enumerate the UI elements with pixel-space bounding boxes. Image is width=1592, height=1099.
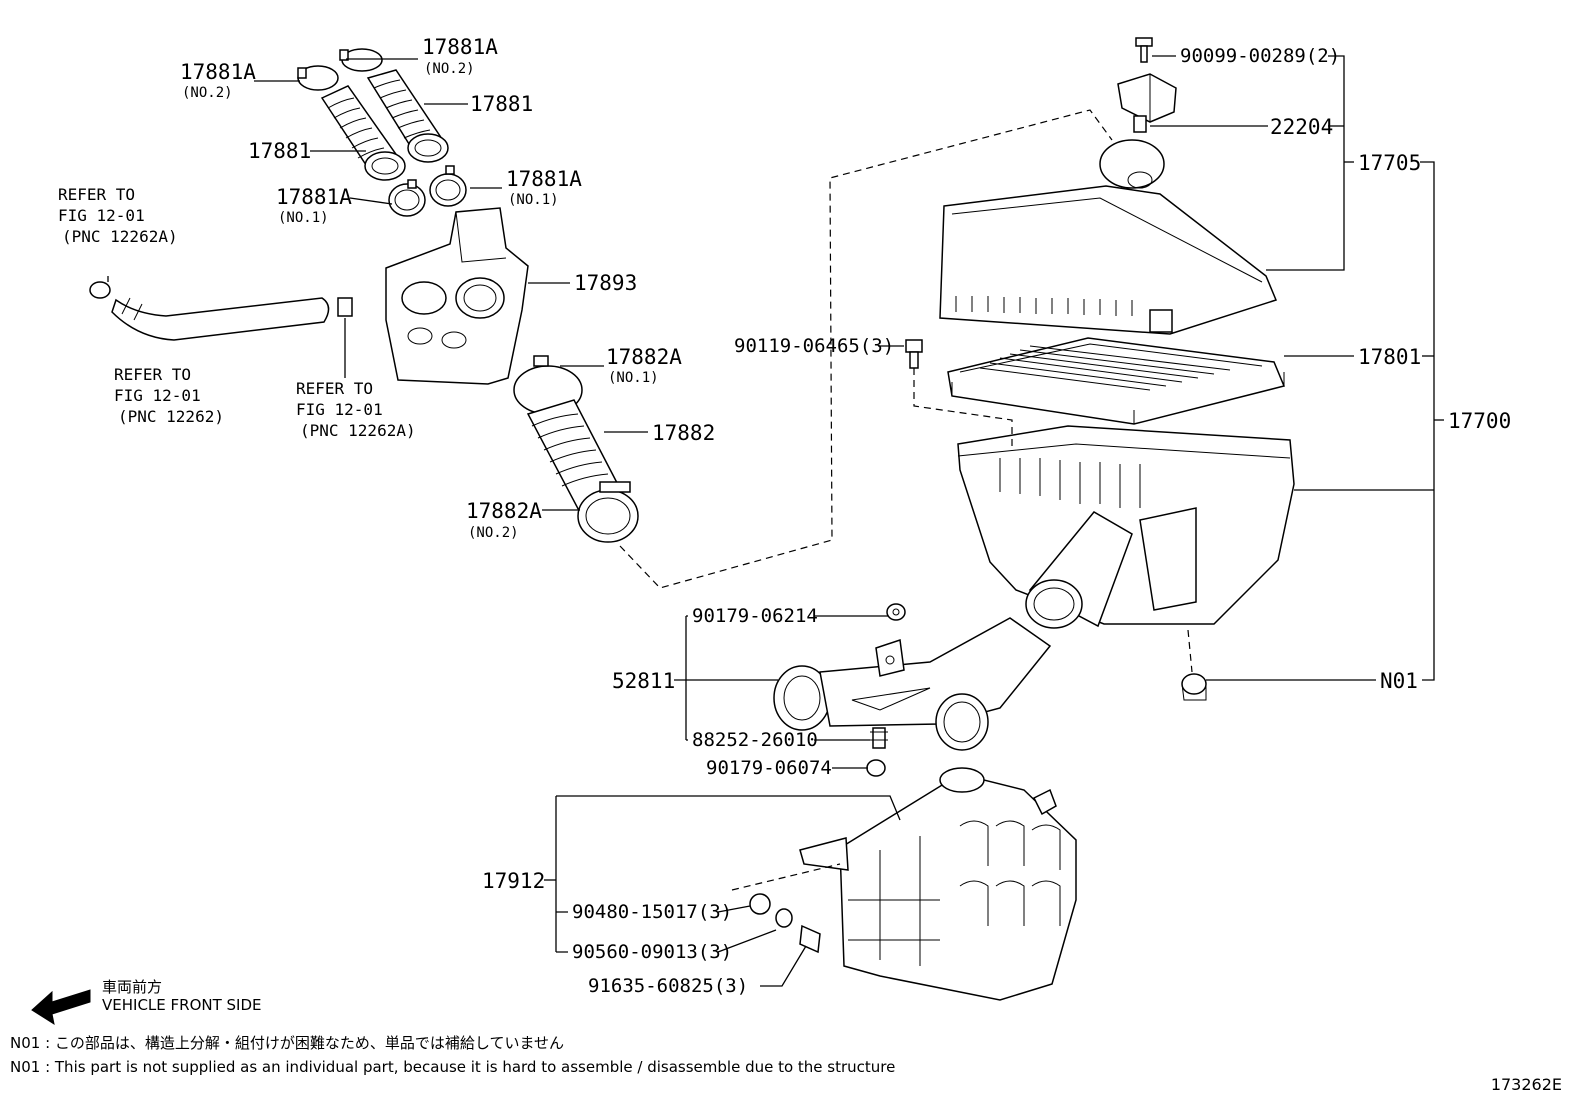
label-22204[interactable]: 22204: [1270, 115, 1333, 139]
bolt-91635: [799, 924, 821, 954]
label-88252-26010[interactable]: 88252-26010: [692, 729, 818, 751]
resonator-17912: [799, 767, 1077, 1001]
label-90099-00289[interactable]: 90099-00289(2): [1180, 45, 1340, 67]
label-17881A-no1-left[interactable]: 17881A: [276, 185, 352, 209]
label-90480-15017[interactable]: 90480-15017(3): [572, 901, 732, 923]
hose-17881-left: [320, 85, 406, 181]
label-17801[interactable]: 17801: [1358, 345, 1421, 369]
clamp-17881A-no2-b: [339, 48, 383, 72]
direction-label-jp: 車両前方: [102, 978, 163, 996]
label-90179-06214[interactable]: 90179-06214: [692, 605, 818, 627]
sensor-22204: [1117, 73, 1177, 133]
refer-3-line-3: (PNC 12262A): [300, 421, 416, 440]
refer-2-line-1: REFER TO: [114, 365, 191, 384]
grommet-N01: [1181, 673, 1207, 701]
label-17881A-no1-right-sub: (NO.1): [508, 192, 559, 208]
nut-90179-06214: [886, 603, 906, 621]
label-17881A-no2-top-sub: (NO.2): [424, 61, 475, 77]
case-17700: [957, 425, 1295, 629]
pipe-12262: [89, 281, 353, 341]
label-52811[interactable]: 52811: [612, 669, 675, 693]
note-en: N01 : This part is not supplied as an in…: [10, 1058, 896, 1076]
refer-1-line-3: (PNC 12262A): [62, 227, 178, 246]
label-91635-60825[interactable]: 91635-60825(3): [588, 975, 748, 997]
figure-number: 173262E: [1490, 1075, 1562, 1094]
bracket-17893: [385, 207, 529, 385]
label-17882A-no2-sub: (NO.2): [468, 525, 519, 541]
screw-90099: [1135, 37, 1153, 63]
label-17912[interactable]: 17912: [482, 869, 545, 893]
label-17881A-no2-left-sub: (NO.2): [182, 85, 233, 101]
refer-note-3[interactable]: REFER TO FIG 12-01 (PNC 12262A): [296, 379, 416, 440]
front-arrow-icon: [31, 989, 91, 1026]
refer-note-2[interactable]: REFER TO FIG 12-01 (PNC 12262): [114, 365, 224, 426]
filter-17801: [947, 337, 1286, 425]
collar-90560: [775, 908, 793, 928]
label-90179-06074[interactable]: 90179-06074: [706, 757, 832, 779]
label-17881-left[interactable]: 17881: [248, 139, 311, 163]
label-17882A-no1-sub: (NO.1): [608, 370, 659, 386]
assembly-dashed-lines: [619, 109, 1193, 891]
grommet-90480: [749, 893, 771, 915]
label-90560-09013[interactable]: 90560-09013(3): [572, 941, 732, 963]
refer-2-line-2: FIG 12-01: [114, 386, 201, 405]
hose-17881-right: [366, 69, 449, 163]
hose-17882: [513, 355, 639, 543]
label-17881A-no2-left[interactable]: 17881A: [180, 60, 256, 84]
label-17882A-no2[interactable]: 17882A: [466, 499, 542, 523]
cap-17705: [939, 139, 1278, 335]
label-17882[interactable]: 17882: [652, 421, 715, 445]
refer-2-line-3: (PNC 12262): [118, 407, 224, 426]
label-17881A-no1-left-sub: (NO.1): [278, 210, 329, 226]
clamp-17881A-no1-b: [429, 165, 467, 207]
refer-1-line-2: FIG 12-01: [58, 206, 145, 225]
direction-label-en: VEHICLE FRONT SIDE: [102, 996, 262, 1014]
label-17893[interactable]: 17893: [574, 271, 637, 295]
refer-3-line-2: FIG 12-01: [296, 400, 383, 419]
clip-88252: [870, 727, 888, 749]
clamp-17881A-no1-a: [388, 179, 426, 217]
label-N01[interactable]: N01: [1380, 669, 1418, 693]
label-17881-right[interactable]: 17881: [470, 92, 533, 116]
nut-90179-06074: [866, 759, 886, 777]
label-90119-06465[interactable]: 90119-06465(3): [734, 335, 894, 357]
label-17705[interactable]: 17705: [1358, 151, 1421, 175]
refer-3-line-1: REFER TO: [296, 379, 373, 398]
refer-note-1[interactable]: REFER TO FIG 12-01 (PNC 12262A): [58, 185, 178, 246]
label-17700[interactable]: 17700: [1448, 409, 1511, 433]
bolt-90119: [905, 339, 923, 369]
leader-lines: [107, 55, 1444, 987]
label-17882A-no1[interactable]: 17882A: [606, 345, 682, 369]
label-17881A-no1-right[interactable]: 17881A: [506, 167, 582, 191]
clamp-17881A-no2-a: [297, 65, 339, 91]
part-labels: 17881A (NO.2) 17881A (NO.2) 17881 17881 …: [180, 35, 1511, 997]
label-17881A-no2-top[interactable]: 17881A: [422, 35, 498, 59]
refer-1-line-1: REFER TO: [58, 185, 135, 204]
note-jp: N01 : この部品は、構造上分解・組付けが困難なため、単品では補給していません: [10, 1034, 565, 1052]
inlet-52811: [773, 617, 1052, 751]
